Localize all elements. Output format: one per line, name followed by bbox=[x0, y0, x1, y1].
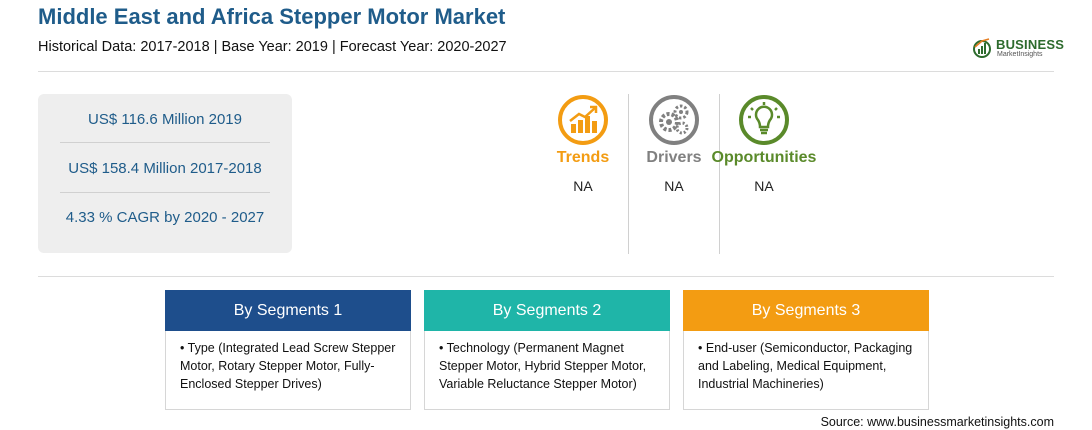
indicator-trends-value: NA bbox=[573, 178, 593, 194]
segment-2-bullet: • Technology (Permanent Magnet Stepper M… bbox=[439, 341, 647, 392]
market-stats-panel: US$ 116.6 Million 2019 US$ 158.4 Million… bbox=[38, 94, 292, 253]
gears-icon bbox=[649, 95, 699, 145]
indicator-divider bbox=[628, 94, 629, 254]
header-divider bbox=[38, 71, 1054, 72]
segment-3-header: By Segments 3 bbox=[683, 290, 929, 331]
stat-market-size-historical: US$ 158.4 Million 2017-2018 bbox=[68, 160, 262, 177]
stat-divider bbox=[60, 142, 270, 143]
stat-cagr: 4.33 % CAGR by 2020 - 2027 bbox=[65, 209, 265, 226]
indicator-opportunities-label: Opportunities bbox=[711, 149, 817, 166]
segment-2-text: Technology (Permanent Magnet Stepper Mot… bbox=[439, 341, 647, 392]
segment-3-bullet: • End-user (Semiconductor, Packaging and… bbox=[698, 341, 913, 392]
segment-3-text: End-user (Semiconductor, Packaging and L… bbox=[698, 341, 913, 392]
page-title: Middle East and Africa Stepper Motor Mar… bbox=[38, 4, 506, 29]
segment-card-1: By Segments 1 • Type (Integrated Lead Sc… bbox=[165, 290, 411, 410]
page-subtitle: Historical Data: 2017-2018 | Base Year: … bbox=[38, 39, 507, 55]
trend-chart-icon bbox=[558, 95, 608, 145]
section-divider bbox=[38, 276, 1054, 277]
lightbulb-icon bbox=[739, 95, 789, 145]
segment-1-header: By Segments 1 bbox=[165, 290, 411, 331]
stat-market-size-2019: US$ 116.6 Million 2019 bbox=[88, 111, 242, 128]
indicator-trends-label: Trends bbox=[556, 149, 610, 166]
segment-1-text: Type (Integrated Lead Screw Stepper Moto… bbox=[180, 341, 396, 392]
indicator-drivers-label: Drivers bbox=[646, 149, 702, 166]
segment-card-2: By Segments 2 • Technology (Permanent Ma… bbox=[424, 290, 670, 410]
segment-1-bullet: • Type (Integrated Lead Screw Stepper Mo… bbox=[180, 341, 396, 392]
business-market-insights-logo[interactable]: BUSINESS MarketInsights bbox=[972, 36, 1064, 62]
indicator-divider bbox=[719, 94, 720, 254]
logo-word: BUSINESS bbox=[996, 37, 1065, 52]
source-credit: Source: www.businessmarketinsights.com bbox=[820, 415, 1054, 429]
indicator-opportunities-value: NA bbox=[754, 178, 774, 194]
segment-card-3: By Segments 3 • End-user (Semiconductor,… bbox=[683, 290, 929, 410]
indicator-drivers-value: NA bbox=[664, 178, 684, 194]
segment-2-header: By Segments 2 bbox=[424, 290, 670, 331]
globe-logo-icon bbox=[973, 38, 991, 58]
logo-subword: MarketInsights bbox=[997, 51, 1043, 58]
stat-divider bbox=[60, 192, 270, 193]
